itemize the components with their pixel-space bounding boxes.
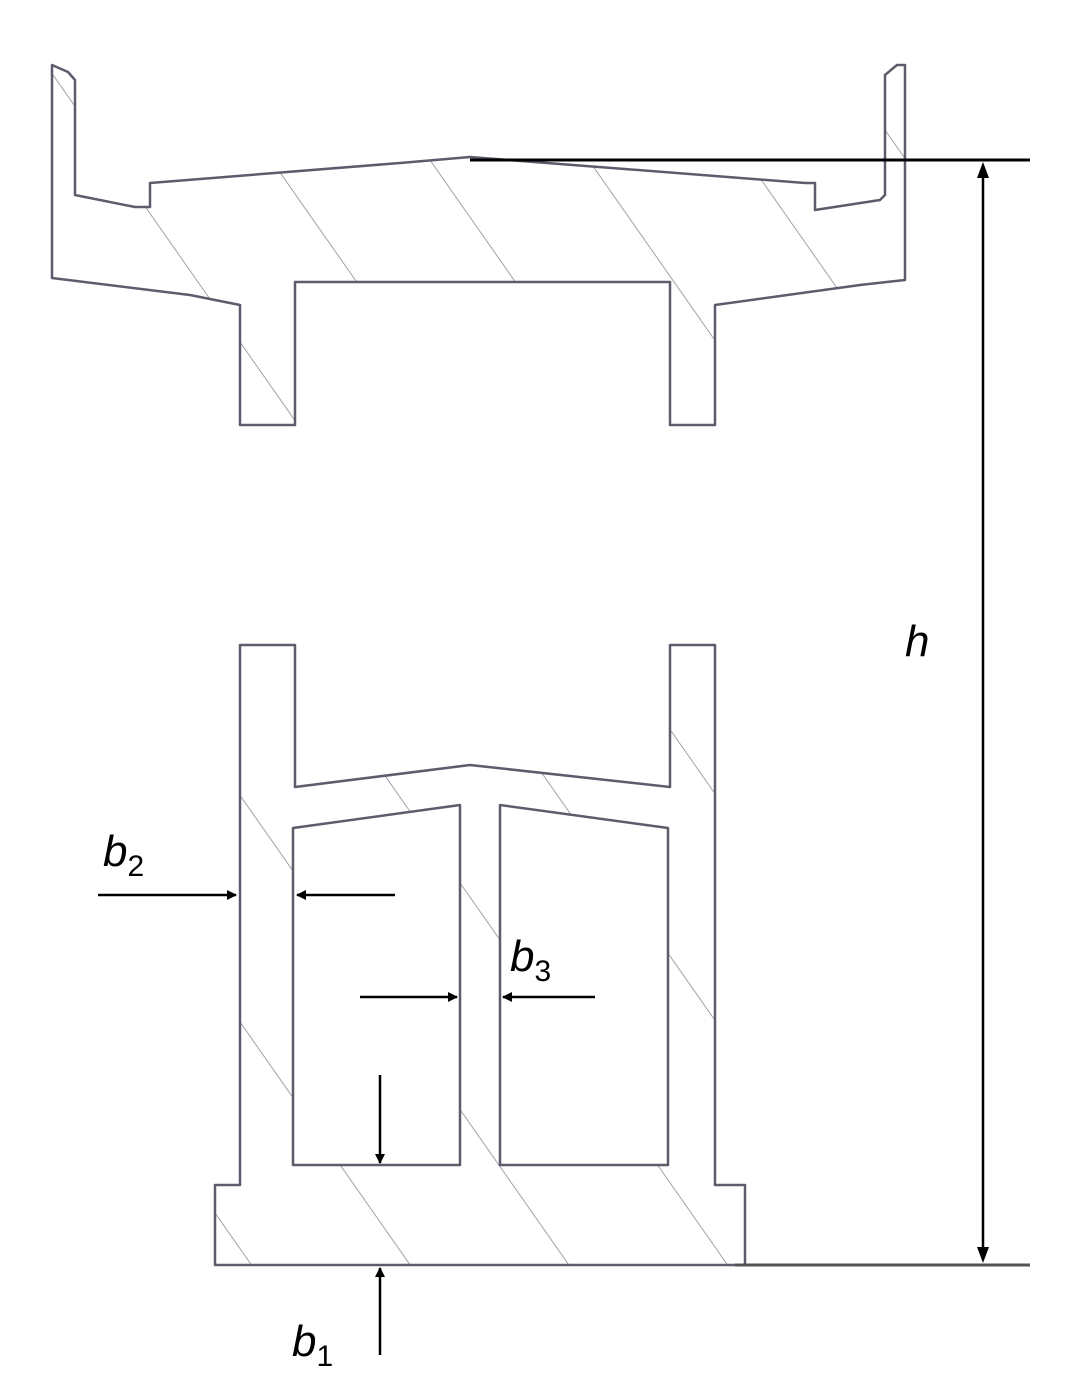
label-b3-base: b	[510, 932, 535, 981]
label-b1-sub: 1	[316, 1340, 334, 1373]
label-h: h	[905, 617, 930, 666]
label-b3: b3	[510, 935, 551, 987]
label-b2: b2	[103, 830, 144, 882]
lower-section-profile	[213, 643, 747, 1267]
label-b3-sub: 3	[534, 955, 552, 988]
label-b2-sub: 2	[127, 850, 145, 883]
dimension-h	[470, 158, 1030, 1267]
upper-section-profile	[50, 63, 907, 427]
label-b1: b1	[292, 1320, 333, 1372]
label-b2-base: b	[103, 827, 128, 876]
label-b1-base: b	[292, 1317, 317, 1366]
